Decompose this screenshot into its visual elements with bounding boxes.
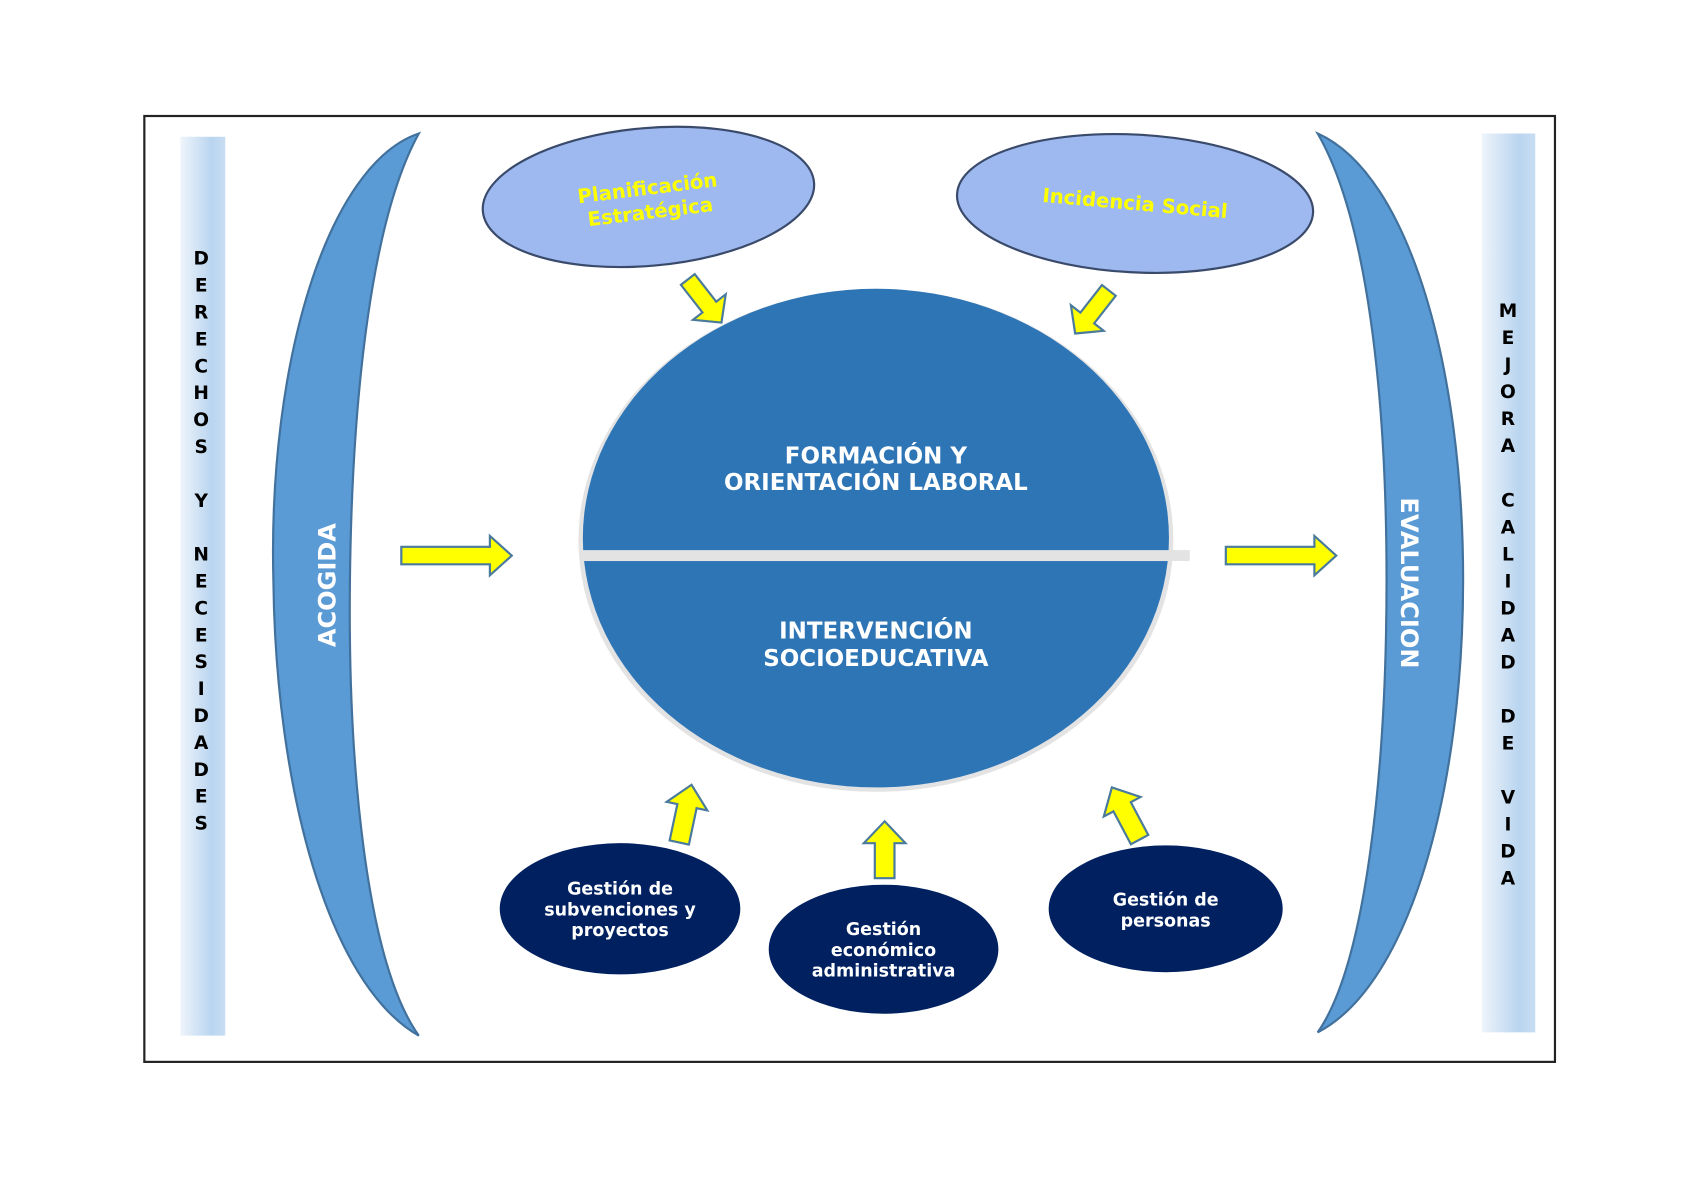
right-banner-letter: E [1502, 733, 1515, 754]
economico-line-1: Gestión [846, 920, 921, 940]
right-banner-letter: A [1501, 436, 1516, 457]
right-banner-letter: R [1501, 409, 1515, 430]
personas-ellipse [1048, 845, 1283, 973]
subvenciones-line-1: Gestión de [567, 880, 673, 900]
personas-line-1: Gestión de [1113, 891, 1219, 911]
incidencia-ellipse [955, 132, 1315, 274]
evaluacion-arc-shape [1315, 131, 1465, 1034]
right-banner-letter: D [1500, 706, 1515, 727]
left-banner-letter: O [193, 410, 209, 431]
right-banner-letter: J [1502, 355, 1511, 376]
acogida-label: ACOGIDA [314, 523, 342, 647]
left-banner-letter: R [194, 303, 208, 324]
left-banner-letter: E [195, 276, 208, 297]
left-banner-letter: S [195, 814, 208, 835]
incidencia-node[interactable]: Incidencia Social [953, 125, 1316, 281]
arrow-right-icon [1224, 533, 1338, 578]
right-banner-letter: L [1502, 544, 1514, 565]
core-bottom-line-1: INTERVENCIÓN [779, 617, 973, 645]
left-banner-letter: S [195, 652, 208, 673]
core-ellipse [582, 288, 1169, 788]
arrow-up-icon [663, 783, 710, 846]
right-banner-letter: V [1501, 787, 1516, 808]
right-banner-letter: E [1502, 328, 1515, 349]
left-banner-letter: H [193, 383, 209, 404]
arrow-up-icon [861, 819, 908, 880]
right-banner-letter: D [1500, 598, 1515, 619]
left-banner-letter: C [194, 356, 208, 377]
economico-line-2: económico [831, 941, 936, 961]
planificacion-ellipse [481, 125, 816, 269]
left-banner-letter: D [193, 760, 208, 781]
left-banner-letter: A [194, 733, 209, 754]
core-divider [582, 550, 1190, 562]
economico-ellipse [768, 884, 999, 1014]
subvenciones-ellipse [499, 843, 741, 975]
arrow-right-icon [400, 533, 514, 578]
evaluacion-arc: EVALUACION [1315, 131, 1465, 1034]
planificacion-node[interactable]: Planificación Estratégica [477, 114, 820, 280]
right-banner-letter: I [1504, 814, 1511, 835]
subvenciones-node[interactable]: Gestión de subvenciones y proyectos [499, 843, 741, 975]
right-banner-bar [1481, 133, 1536, 1033]
right-banner-letter: I [1504, 571, 1511, 592]
right-banner-letter: A [1501, 517, 1516, 538]
left-banner-letter: E [195, 572, 208, 593]
right-banner-letter: D [1500, 652, 1515, 673]
left-banner-letter: C [194, 598, 208, 619]
core-top-line-2: ORIENTACIÓN LABORAL [724, 468, 1028, 496]
economico-node[interactable]: Gestión económico administrativa [768, 884, 999, 1014]
core-bottom-line-2: SOCIOEDUCATIVA [763, 646, 989, 672]
left-banner-letter: D [193, 706, 208, 727]
personas-node[interactable]: Gestión de personas [1048, 845, 1283, 973]
evaluacion-label: EVALUACION [1395, 497, 1423, 668]
right-banner-letter: O [1500, 382, 1516, 403]
left-banner-letter: E [195, 329, 208, 350]
left-banner-letter: S [195, 437, 208, 458]
acogida-arc: ACOGIDA [271, 131, 422, 1037]
right-banner-letter: A [1501, 868, 1516, 889]
acogida-arc-shape [271, 131, 422, 1037]
arrow-up-left-icon [1102, 786, 1150, 846]
subvenciones-line-3: proyectos [571, 921, 669, 941]
right-banner-letter: A [1501, 625, 1516, 646]
left-banner-letter: D [193, 249, 208, 270]
left-banner-letter: E [195, 787, 208, 808]
left-banner-letter: E [195, 625, 208, 646]
left-banner-letter: N [193, 545, 209, 566]
right-banner-letter: M [1499, 301, 1518, 322]
left-banner-letter: Y [193, 491, 208, 512]
arrow-down-right-icon [679, 272, 728, 324]
right-banner-letter: D [1500, 841, 1515, 862]
subvenciones-line-2: subvenciones y [544, 900, 696, 920]
economico-line-3: administrativa [812, 962, 956, 982]
left-banner-bar [180, 136, 226, 1036]
core-circle: FORMACIÓN Y ORIENTACIÓN LABORAL INTERVEN… [578, 288, 1190, 792]
left-banner-letter: I [198, 679, 205, 700]
arrow-down-left-icon [1069, 283, 1118, 335]
core-top-line-1: FORMACIÓN Y [785, 442, 968, 470]
right-banner-letter: C [1501, 490, 1515, 511]
personas-line-2: personas [1121, 911, 1211, 931]
